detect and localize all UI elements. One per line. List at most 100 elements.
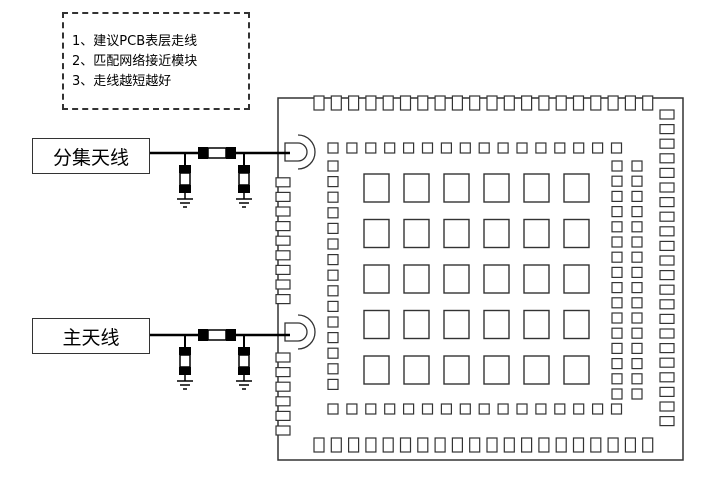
inner-left-pad: [327, 316, 339, 328]
bottom-pin: [399, 437, 412, 453]
inner-right-pad: [611, 358, 623, 370]
inner-right-pad: [611, 266, 623, 278]
main-antenna-pad-arc: [297, 314, 316, 350]
right-pin: [659, 226, 675, 237]
thermal-pad: [523, 218, 550, 249]
thermal-pad: [523, 173, 550, 203]
top-pin: [538, 95, 550, 111]
top-pin: [469, 95, 481, 111]
inner-bottom-pad: [535, 403, 547, 415]
inner-top-pad: [497, 142, 509, 154]
left-pin: [275, 221, 291, 232]
right-pin: [659, 167, 675, 178]
inner-right-pad: [611, 206, 623, 218]
inner-right-pad: [611, 327, 623, 339]
inner-left-pad: [327, 347, 339, 359]
left-pin: [275, 367, 291, 378]
right-pin: [659, 357, 675, 368]
inner-right-pad: [631, 190, 643, 202]
thermal-pad: [523, 309, 550, 340]
inner-left-pad: [327, 332, 339, 344]
left-pin: [275, 235, 291, 246]
right-pin: [659, 372, 675, 383]
bottom-pin: [382, 437, 394, 453]
inner-right-pad: [631, 373, 643, 385]
inner-bottom-pad: [327, 403, 339, 415]
inner-bottom-pad: [459, 403, 471, 415]
inner-left-pad: [327, 285, 339, 297]
top-pin: [520, 95, 533, 111]
main-series-end-left: [198, 329, 208, 341]
thermal-pad: [483, 218, 510, 249]
bottom-pin: [607, 437, 619, 453]
right-pin: [659, 401, 675, 412]
inner-right-pad: [631, 358, 643, 370]
module-body: [277, 97, 684, 461]
inner-right-pad: [611, 373, 623, 385]
thermal-pad: [443, 218, 470, 249]
inner-right-pad: [631, 251, 643, 263]
right-pin: [659, 109, 675, 120]
thermal-pad: [563, 218, 590, 249]
inner-top-pad: [573, 142, 585, 154]
bottom-pin: [572, 437, 585, 453]
inner-top-pad: [478, 142, 490, 154]
top-pin: [555, 95, 567, 111]
note-item-2: 2、匹配网络接近模块: [72, 54, 198, 69]
right-pin: [659, 211, 675, 222]
inner-bottom-pad: [516, 403, 528, 415]
left-pin: [275, 352, 291, 363]
right-pin: [659, 343, 675, 354]
inner-left-pad: [327, 269, 339, 281]
bottom-pin: [348, 437, 360, 453]
bottom-pin: [330, 437, 342, 453]
thermal-pad: [483, 355, 510, 385]
thermal-pad: [363, 355, 390, 385]
top-pin: [451, 95, 463, 111]
inner-bottom-pad: [497, 403, 509, 415]
inner-right-pad: [611, 190, 623, 202]
inner-right-pad: [631, 282, 643, 294]
left-pin: [275, 206, 291, 217]
thermal-pad: [403, 264, 430, 294]
top-pin: [313, 95, 325, 111]
inner-bottom-pad: [573, 403, 585, 415]
inner-left-pad: [327, 207, 339, 219]
top-pin: [382, 95, 394, 111]
inner-bottom-pad: [421, 403, 434, 415]
thermal-pad: [483, 173, 510, 203]
module-outline: [275, 95, 684, 461]
inner-bottom-pad: [478, 403, 490, 415]
note-item-3: 3、走线越短越好: [72, 74, 172, 89]
inner-left-pad: [327, 160, 339, 172]
bottom-pin: [555, 437, 567, 453]
inner-top-pad: [327, 142, 339, 154]
inner-bottom-pad: [403, 403, 415, 415]
inner-right-pad: [611, 251, 623, 263]
left-pin: [275, 410, 291, 421]
top-pin: [399, 95, 412, 111]
inner-right-pad: [631, 175, 643, 187]
thermal-pad: [363, 309, 390, 340]
diversity-antenna-pad-arc: [297, 134, 316, 170]
main-matching-network: [150, 329, 290, 390]
bottom-pin: [642, 437, 654, 453]
right-pin: [659, 255, 675, 266]
note-item-1: 1、建议PCB表层走线: [72, 34, 198, 49]
thermal-pad: [563, 173, 590, 203]
right-pin: [659, 328, 675, 339]
inner-bottom-pad: [384, 403, 396, 415]
inner-bottom-pad: [591, 403, 604, 415]
bottom-pin: [451, 437, 463, 453]
inner-right-pad: [611, 175, 623, 187]
inner-top-pad: [516, 142, 528, 154]
inner-top-pad: [403, 142, 415, 154]
inner-right-pad: [611, 221, 623, 233]
thermal-pad: [403, 309, 430, 340]
bottom-pin: [313, 437, 325, 453]
left-pin: [275, 294, 291, 305]
diversity-shunt-right-end-top: [238, 165, 250, 173]
left-pin: [275, 279, 291, 290]
